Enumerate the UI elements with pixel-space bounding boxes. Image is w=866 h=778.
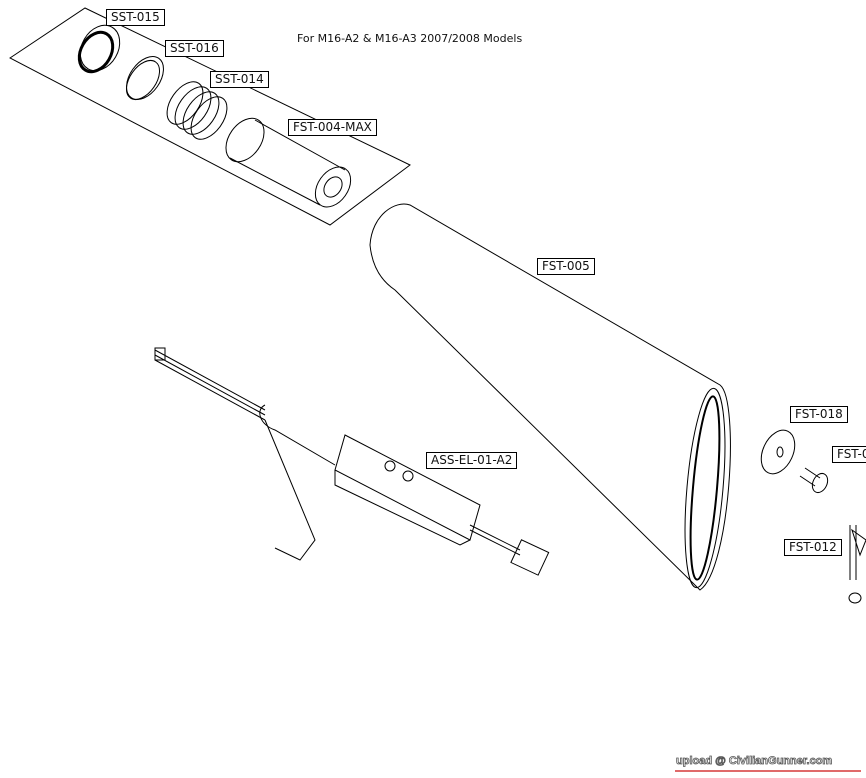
label-sst-015: SST-015 [106,9,165,26]
buffer-parts-panel [9,7,411,226]
spring-sst014 [166,81,228,140]
label-fst-005: FST-005 [537,258,595,275]
oring-sst016 [125,56,164,101]
label-fst-0: FST-0 [832,446,866,463]
watermark-underline [675,770,861,772]
mosfet-ass-el-01-a2 [154,347,550,576]
watermark: upload @ CivilianGunner.com [676,755,833,768]
screw-fst0 [799,467,829,494]
label-sst-014: SST-014 [210,71,269,88]
latch-fst012 [848,525,866,604]
label-fst-012: FST-012 [784,539,842,556]
label-fst-004-max: FST-004-MAX [288,119,377,136]
label-fst-018: FST-018 [790,406,848,423]
stock-fst005 [369,203,731,591]
buffer-spacer-sst015 [77,24,121,74]
buffer-tube-fst004max [225,117,352,208]
label-ass-el-01-a2: ASS-EL-01-A2 [426,452,518,469]
diagram-title: For M16-A2 & M16-A3 2007/2008 Models [297,32,523,45]
label-sst-016: SST-016 [165,40,224,57]
washer-fst018 [760,429,796,475]
